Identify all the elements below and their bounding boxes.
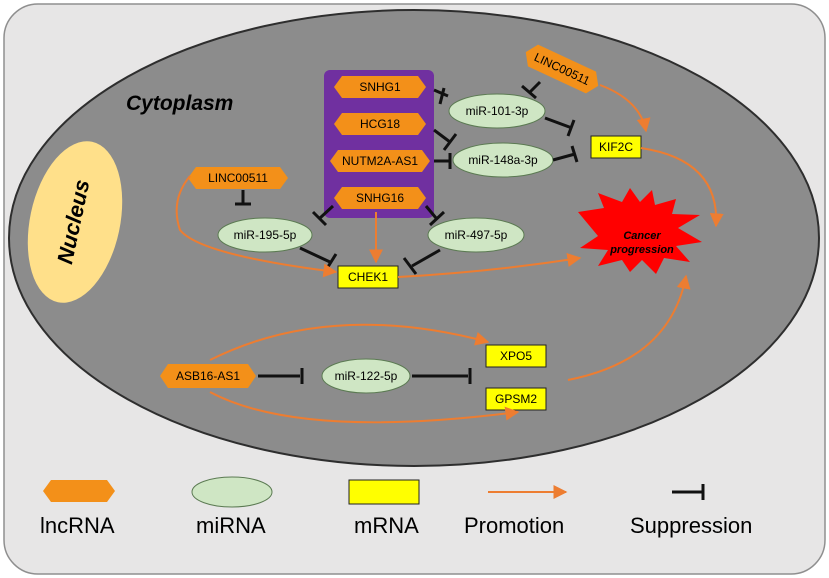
mirna-mir-497-5p: miR-497-5p [427, 217, 525, 253]
supp-mir122-xpo5 [412, 368, 472, 384]
lncrna-hub-box [324, 70, 434, 218]
supp-mir497-chek1 [402, 248, 441, 275]
cytoplasm-label: Cytoplasm [126, 92, 233, 115]
svg-text:NUTM2A-AS1: NUTM2A-AS1 [342, 154, 418, 168]
legend: lncRNA miRNA mRNA Promotion Suppression [40, 476, 752, 538]
svg-text:Promotion: Promotion [464, 513, 564, 538]
legend-lncrna: lncRNA [40, 480, 115, 538]
cancer-progression-star [578, 188, 702, 274]
nucleus [27, 141, 123, 303]
mirna-mir-122-5p: miR-122-5p [321, 358, 411, 394]
supp-hcg18-mir148 [433, 128, 458, 151]
svg-text:miR-148a-3p: miR-148a-3p [468, 153, 538, 167]
lncrna-snhg16: SNHG16 [334, 187, 426, 209]
lncrna-linc00511-left: LINC00511 [188, 167, 288, 189]
legend-suppression: Suppression [630, 484, 752, 538]
svg-text:GPSM2: GPSM2 [495, 392, 537, 406]
supp-snhg16-mir497 [424, 205, 446, 227]
mirna-mir-195-5p: miR-195-5p [217, 217, 313, 253]
prom-asb16-xpo5 [209, 323, 490, 361]
lncrna-nutm2a-as1: NUTM2A-AS1 [330, 150, 430, 172]
prom-gpsm2-cancer [567, 274, 691, 381]
cytoplasm-cell [8, 9, 820, 467]
svg-text:lncRNA: lncRNA [40, 513, 115, 538]
svg-text:mRNA: mRNA [354, 513, 419, 538]
supp-linc-top-mir101 [521, 80, 542, 100]
svg-text:miR-101-3p: miR-101-3p [466, 104, 529, 118]
mrna-xpo5: XPO5 [485, 344, 547, 368]
svg-text:CHEK1: CHEK1 [348, 270, 388, 284]
prom-linc-top-kif2c [599, 84, 651, 133]
svg-text:XPO5: XPO5 [500, 349, 532, 363]
supp-snhg16-mir195 [311, 204, 335, 227]
svg-text:miR-497-5p: miR-497-5p [445, 228, 508, 242]
prom-kif2c-cancer [640, 147, 724, 228]
mrna-kif2c: KIF2C [590, 135, 642, 159]
lncrna-snhg1: SNHG1 [334, 76, 426, 98]
prom-asb16-gpsm2 [209, 391, 520, 424]
promotion-edges [175, 84, 724, 424]
svg-text:KIF2C: KIF2C [599, 140, 633, 154]
legend-promotion: Promotion [464, 485, 568, 538]
supp-nutm2a-mir148 [434, 153, 452, 169]
svg-text:Suppression: Suppression [630, 513, 752, 538]
lncrna-hcg18: HCG18 [334, 113, 426, 135]
mirna-mir-148a-3p: miR-148a-3p [452, 142, 554, 178]
svg-text:miRNA: miRNA [196, 513, 266, 538]
legend-mrna: mRNA [348, 479, 420, 538]
mirna-mir-101-3p: miR-101-3p [448, 93, 546, 129]
svg-text:SNHG1: SNHG1 [359, 80, 401, 94]
supp-linc-left-mir195 [235, 190, 251, 206]
supp-asb16-mir122 [258, 368, 304, 384]
supp-mir148-kif2c [552, 145, 579, 163]
suppression-edges [235, 80, 579, 384]
svg-text:LINC00511: LINC00511 [208, 171, 268, 185]
supp-mir101-kif2c [544, 116, 576, 137]
legend-mirna: miRNA [191, 476, 273, 538]
mrna-gpsm2: GPSM2 [485, 387, 547, 411]
svg-text:miR-195-5p: miR-195-5p [234, 228, 297, 242]
supp-snhg1-mir101 [433, 87, 449, 105]
cancer-progression-line1: Cancer [623, 230, 661, 242]
mrna-chek1: CHEK1 [337, 265, 399, 289]
svg-text:SNHG16: SNHG16 [356, 191, 404, 205]
lncrna-asb16-as1: ASB16-AS1 [160, 364, 256, 388]
svg-text:HCG18: HCG18 [360, 117, 400, 131]
prom-chek1-cancer [397, 253, 582, 278]
cancer-progression-line2: progression [609, 244, 674, 256]
lncrna-linc00511-top: LINC00511 [525, 44, 599, 94]
prom-linc-left-chek1 [175, 175, 338, 278]
svg-text:ASB16-AS1: ASB16-AS1 [176, 369, 240, 383]
svg-text:miR-122-5p: miR-122-5p [335, 369, 398, 383]
